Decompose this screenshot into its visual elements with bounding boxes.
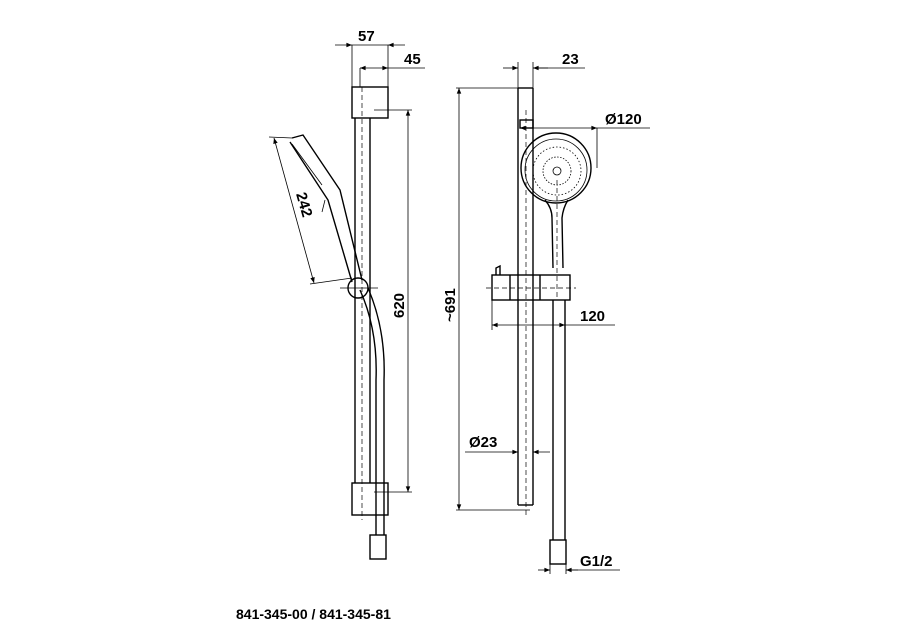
dim-620: 620 — [391, 293, 408, 318]
dim-rail-diameter: Ø23 — [469, 434, 497, 451]
dim-45: 45 — [404, 51, 421, 68]
dim-head-diameter: Ø120 — [605, 111, 642, 128]
dim-120: 120 — [580, 308, 605, 325]
article-number-caption: 841-345-00 / 841-345-81 — [236, 606, 391, 622]
dim-242: 242 — [292, 190, 315, 219]
dim-691: ~691 — [442, 288, 459, 322]
dim-57: 57 — [358, 28, 375, 45]
front-view: ~691 23 Ø120 — [442, 51, 650, 574]
dim-thread: G1/2 — [580, 553, 613, 570]
side-view: 57 45 620 242 — [268, 28, 425, 560]
dim-23: 23 — [562, 51, 579, 68]
